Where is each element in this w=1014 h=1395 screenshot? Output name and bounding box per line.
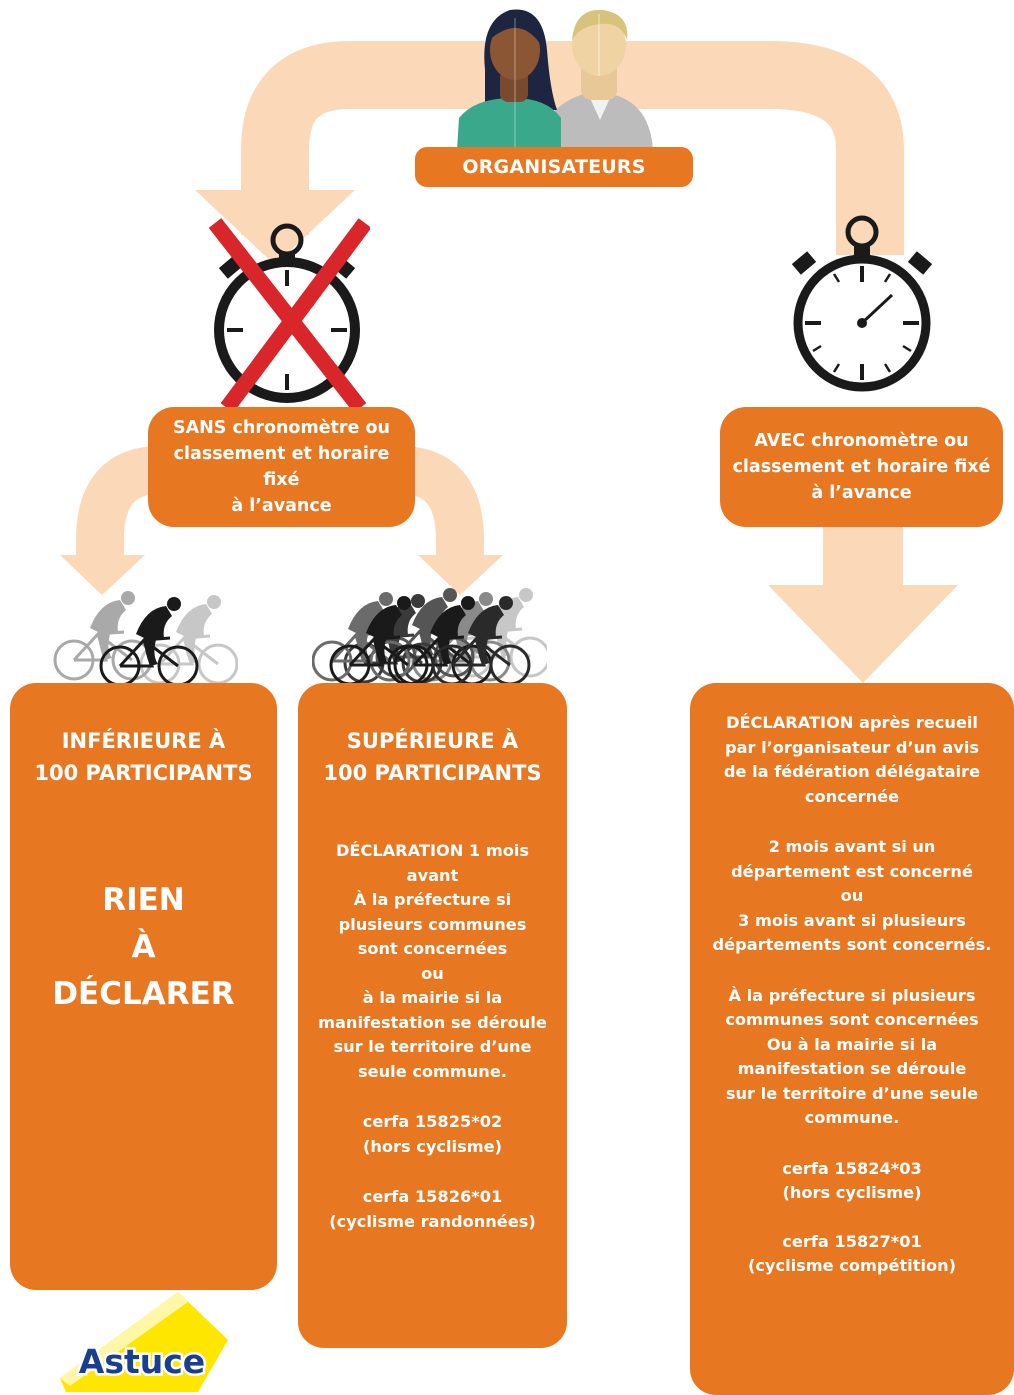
- branch-right-line-1: AVEC chronomètre ou: [754, 431, 969, 451]
- astuce-badge: Astuce: [60, 1292, 228, 1392]
- decl-form-1-scope: (hors cyclisme): [782, 1183, 922, 1202]
- over-body-line: À la préfecture si: [353, 890, 512, 909]
- small-cyclist-group-icon: [53, 589, 238, 687]
- decl-form-2-scope: (cyclisme compétition): [747, 1256, 957, 1275]
- organisers-people-icon: [457, 9, 653, 150]
- nothing-to-declare: RIEN À DÉCLARER: [52, 877, 234, 1018]
- arrowhead-under: [60, 555, 145, 595]
- arrowhead-over: [418, 555, 503, 595]
- over-heading-line-1: SUPÉRIEURE À: [346, 729, 519, 753]
- stopwatch-icon: [791, 215, 933, 392]
- branch-left-line-1: SANS chronomètre ou: [173, 418, 390, 438]
- branch-right-line-2: classement et horaire fixé: [732, 457, 991, 477]
- decl-delay-line: ou: [840, 886, 864, 905]
- over-body-line: sont concernées: [357, 939, 508, 958]
- column-over-body: DÉCLARATION 1 mois avant À la préfecture…: [318, 839, 547, 1234]
- decl-intro-line: concernée: [804, 786, 900, 806]
- decl-form-1-number: cerfa 15824*03: [782, 1158, 922, 1178]
- branch-left-line-2: classement et horaire fixé: [173, 444, 390, 490]
- organisers-text: ORGANISATEURS: [462, 156, 646, 178]
- organisers-label: ORGANISATEURS: [415, 147, 693, 187]
- column-under-heading: INFÉRIEURE À 100 PARTICIPANTS: [34, 725, 252, 789]
- under-heading-line-1: INFÉRIEURE À: [61, 729, 226, 753]
- over-form-1-scope: (hors cyclisme): [362, 1136, 502, 1156]
- decl-where-line: commune.: [804, 1108, 900, 1127]
- over-body-line: DÉCLARATION 1 mois: [335, 841, 530, 860]
- decl-delay-line: 2 mois avant si un: [768, 837, 936, 856]
- decl-delay-line: départements sont concernés.: [712, 935, 992, 954]
- over-body-line: manifestation se déroule: [318, 1012, 547, 1032]
- column-over-heading: SUPÉRIEURE À 100 PARTICIPANTS: [323, 725, 541, 789]
- decl-where-line: communes sont concernées: [725, 1010, 979, 1029]
- branch-with-timing: AVEC chronomètre ou classement et horair…: [720, 407, 1003, 527]
- column-over-100: SUPÉRIEURE À 100 PARTICIPANTS DÉCLARATIO…: [298, 683, 567, 1348]
- statement-line-2: À: [131, 929, 156, 965]
- statement-line-1: RIEN: [102, 882, 185, 918]
- branch-left-line-3: à l’avance: [231, 496, 332, 516]
- over-form-2-scope: (cyclisme randonnées): [329, 1211, 536, 1231]
- arrowhead-avec: [768, 585, 958, 683]
- over-form-1-number: cerfa 15825*02: [362, 1112, 503, 1131]
- over-form-2-number: cerfa 15826*01: [362, 1187, 503, 1206]
- arrow-organisers-to-branches: [241, 41, 904, 255]
- decl-where-line: Ou à la mairie si la: [766, 1034, 938, 1054]
- decl-intro-line: par l’organisateur d’un avis: [724, 737, 979, 757]
- over-body-line: seule commune.: [358, 1061, 507, 1081]
- under-heading-line-2: 100 PARTICIPANTS: [34, 761, 253, 785]
- over-heading-line-2: 100 PARTICIPANTS: [323, 761, 542, 785]
- decl-where-line: sur le territoire d’une seule: [725, 1083, 979, 1103]
- arrow-sans-to-under: [76, 446, 162, 560]
- decl-where-line: À la préfecture si plusieurs: [728, 985, 976, 1005]
- astuce-text: Astuce: [79, 1342, 205, 1381]
- column-declaration-body: DÉCLARATION après recueil par l’organisa…: [713, 711, 992, 1279]
- branch-without-timing: SANS chronomètre ou classement et horair…: [148, 407, 415, 527]
- decl-intro-line: de la fédération délégataire: [723, 762, 981, 781]
- decl-where-line: manifestation se déroule: [737, 1059, 967, 1078]
- stopwatch-crossed-icon: [208, 218, 370, 413]
- arrow-shaft-avec: [823, 520, 903, 590]
- over-body-line: avant: [406, 865, 459, 885]
- decl-delay-line: 3 mois avant si plusieurs: [738, 910, 966, 930]
- decl-intro-line: DÉCLARATION après recueil: [726, 713, 978, 732]
- decl-form-2-number: cerfa 15827*01: [782, 1231, 922, 1251]
- large-cyclist-group-icon: [312, 586, 547, 686]
- column-under-100: INFÉRIEURE À 100 PARTICIPANTS RIEN À DÉC…: [10, 683, 277, 1290]
- decl-delay-line: département est concerné: [731, 861, 973, 881]
- over-body-line: plusieurs communes: [338, 914, 527, 934]
- branch-right-line-3: à l’avance: [811, 483, 912, 503]
- over-body-line: sur le territoire d’une: [333, 1037, 532, 1056]
- column-declaration: DÉCLARATION après recueil par l’organisa…: [690, 683, 1014, 1395]
- arrowhead-left-branch: [195, 190, 355, 265]
- statement-line-3: DÉCLARER: [52, 976, 235, 1012]
- over-body-line: ou: [421, 963, 444, 983]
- over-body-line: à la mairie si la: [362, 988, 503, 1007]
